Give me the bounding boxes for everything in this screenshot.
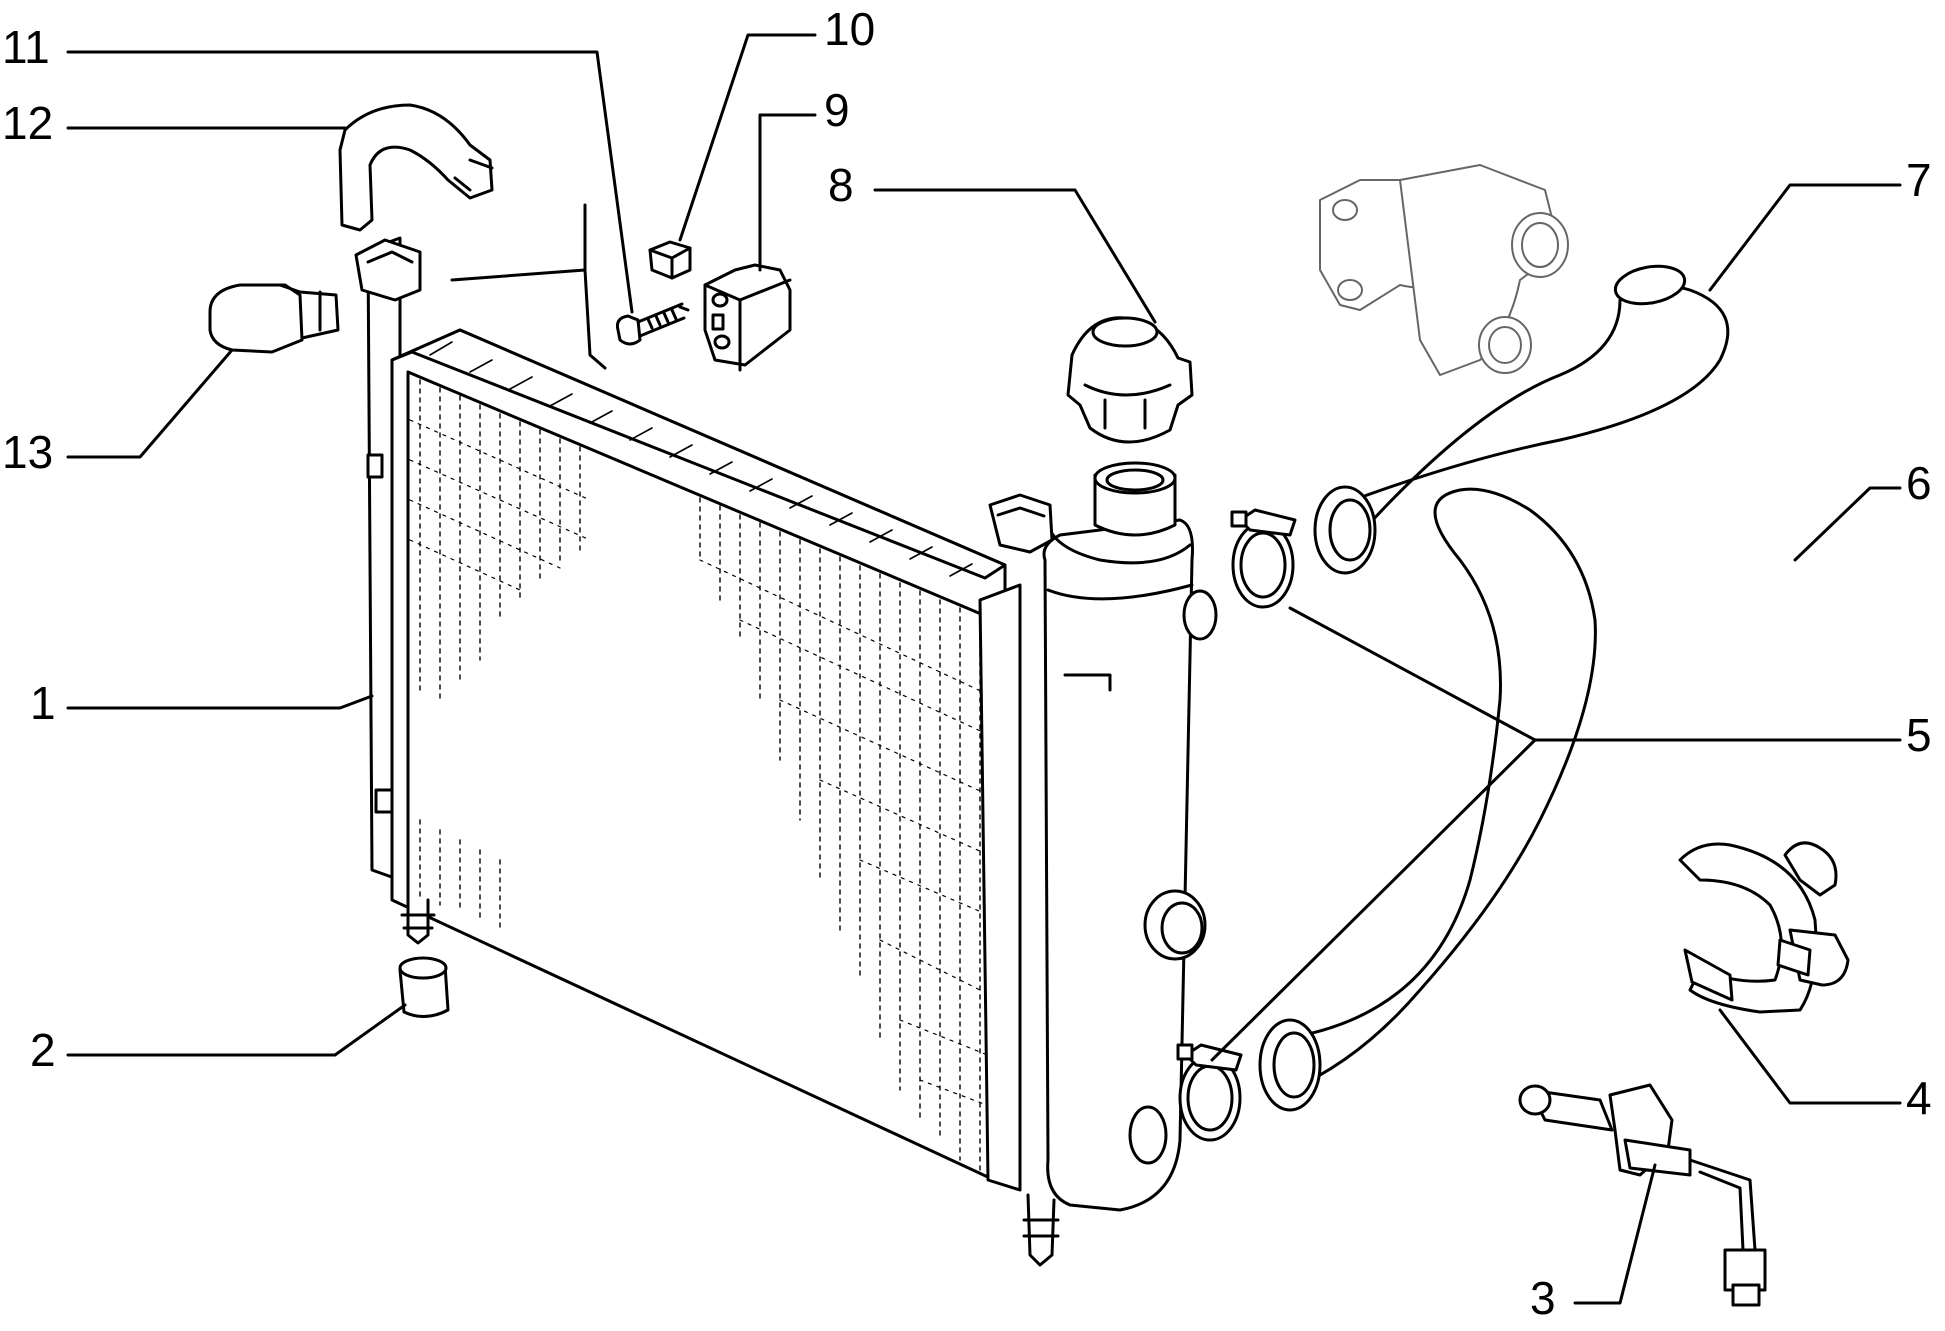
mounting-bracket xyxy=(703,263,792,372)
callout-2: 2 xyxy=(30,1024,56,1076)
hose-clamp-lower xyxy=(1176,1043,1243,1142)
callout-10: 10 xyxy=(824,3,876,55)
filler-cap xyxy=(1066,316,1194,444)
callout-4: 4 xyxy=(1906,1072,1932,1124)
upper-hose xyxy=(1313,264,1730,575)
radiator-core xyxy=(366,236,1007,1187)
callout-13: 13 xyxy=(2,426,54,478)
self-tapping-screw xyxy=(616,302,690,346)
upper-retainer xyxy=(338,103,494,232)
rubber-pad xyxy=(208,283,340,354)
callout-5: 5 xyxy=(1906,709,1932,761)
hose-clamp-upper xyxy=(1230,508,1297,609)
lower-hose xyxy=(1258,487,1597,1112)
callout-9: 9 xyxy=(824,84,850,136)
callout-8: 8 xyxy=(828,159,854,211)
radiator-side-tank xyxy=(354,238,1218,1267)
callout-12: 12 xyxy=(2,97,54,149)
thermostat-housing xyxy=(1319,164,1569,376)
callout-6: 6 xyxy=(1906,457,1932,509)
hose-bracket-clip xyxy=(1678,841,1850,1014)
spacer-block xyxy=(648,240,692,280)
callout-11: 11 xyxy=(2,21,50,73)
callout-1: 1 xyxy=(30,677,56,729)
callout-7: 7 xyxy=(1906,154,1932,206)
callout-3: 3 xyxy=(1530,1272,1556,1324)
grommet xyxy=(398,956,450,1018)
temperature-sensor xyxy=(1518,1083,1767,1307)
leader-lines xyxy=(66,33,1902,1305)
